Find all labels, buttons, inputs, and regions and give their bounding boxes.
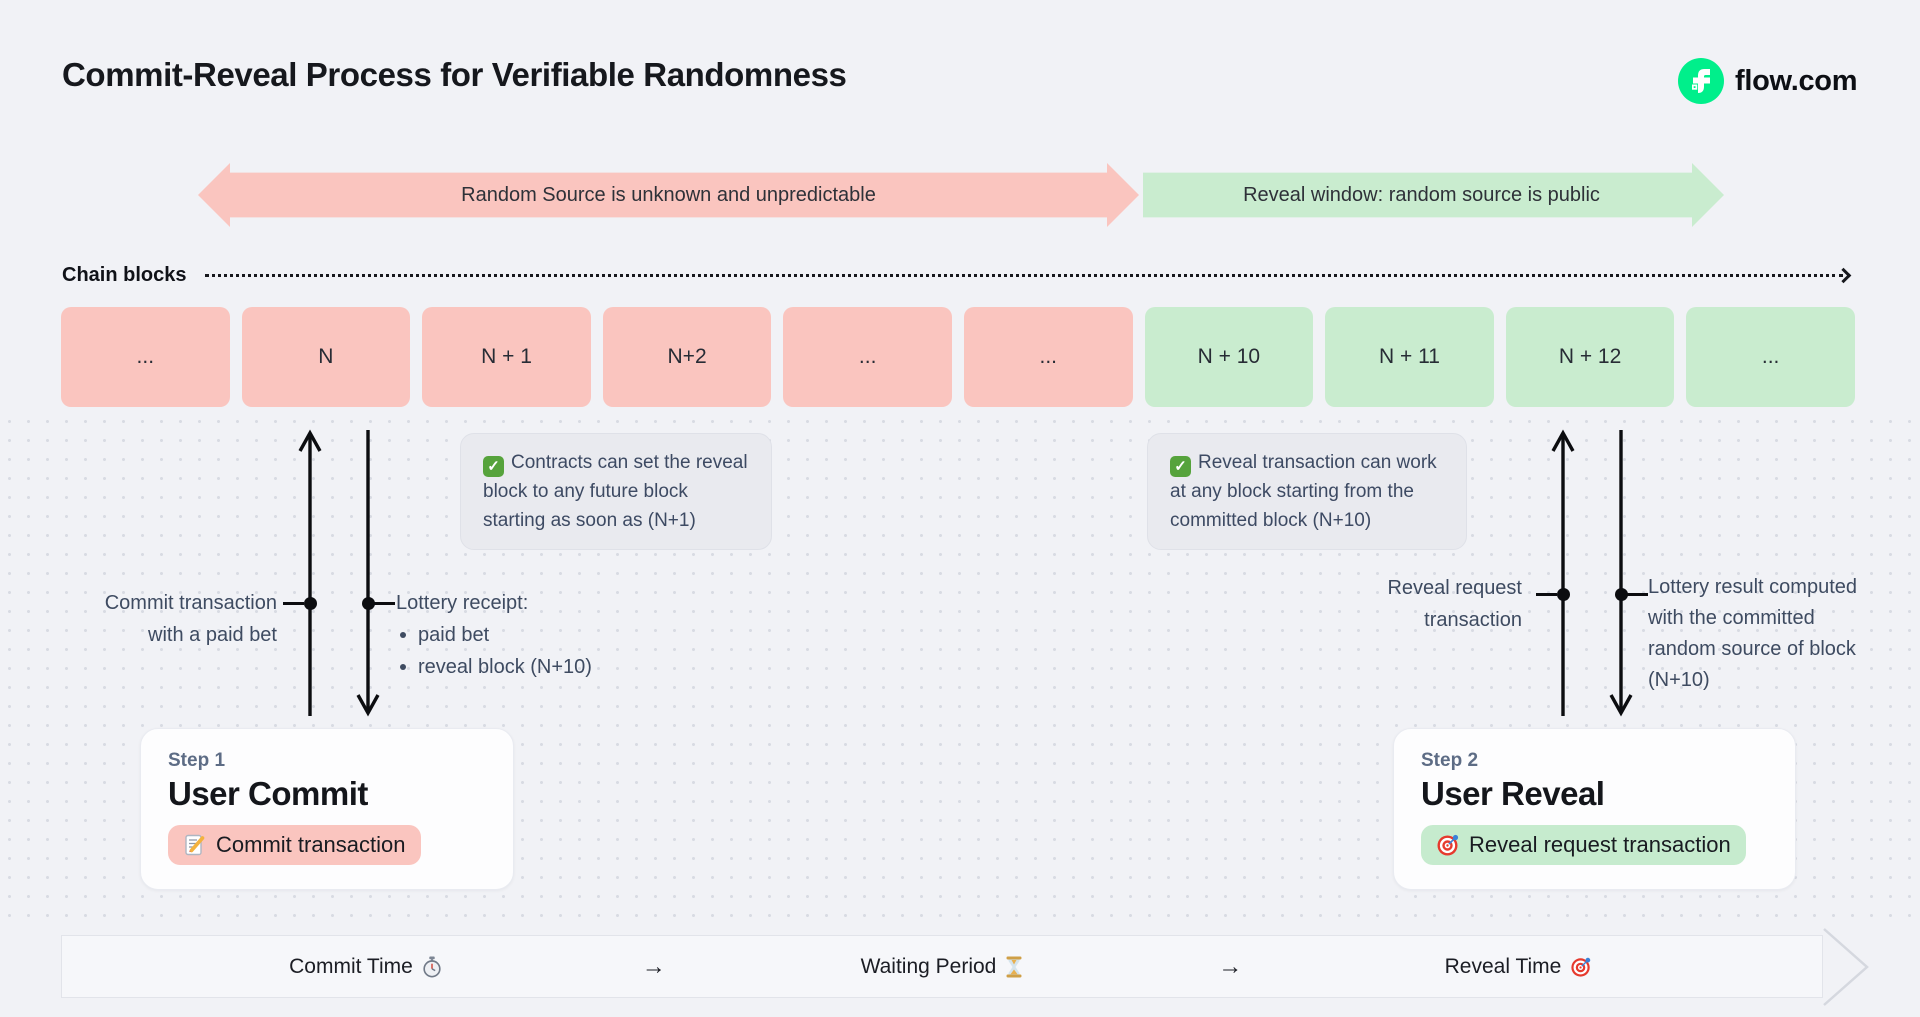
commit-up-arrow [298,429,322,716]
chain-block-label: ... [1761,345,1780,368]
chain-block-label: N + 1 [481,345,532,368]
reveal-pill-label: Reveal request transaction [1469,832,1731,857]
chain-block: N+2 [602,307,772,407]
lottery-receipt-item: reveal block (N+10) [396,651,656,683]
lottery-receipt-label: Lottery receipt: paid bet reveal block (… [396,587,656,683]
reveal-window-phase-label: Reveal window: random source is public [1243,183,1600,206]
connector-tick [1627,592,1648,596]
bullet-icon [400,664,406,670]
flow-brand-link[interactable]: flow.com [1678,58,1858,104]
chain-block-label: ... [1039,345,1058,368]
chain-block-label: N [318,345,334,368]
reveal-note-text: Reveal transaction can work at any block… [1170,452,1437,531]
chain-block-label: N + 10 [1197,345,1261,368]
connector-dot [1614,587,1628,601]
lottery-receipt-title: Lottery receipt: [396,592,529,614]
receipt-down-arrow [356,430,380,717]
timeline-arrow: → [641,952,666,980]
connector-tick [1536,592,1557,596]
connector-dot [303,596,317,610]
chain-block: N + 12 [1505,307,1675,407]
commit-note: Contracts can set the reveal block to an… [460,433,772,550]
chain-block: ... [963,307,1133,407]
step-1-card: Step 1 User Commit Commit transaction [140,728,514,890]
unpredictable-phase-label: Random Source is unknown and unpredictab… [461,183,876,206]
lottery-result-label: Lottery result computed with the committ… [1648,576,1857,691]
reveal-note: Reveal transaction can work at any block… [1147,433,1467,550]
connector-dot [1556,587,1570,601]
reveal-request-pill: Reveal request transaction [1421,825,1746,865]
chain-block: N + 11 [1325,307,1494,407]
commit-transaction-pill: Commit transaction [168,825,421,865]
hourglass-icon [1006,956,1022,977]
connector-dot [361,596,375,610]
commit-pill-label: Commit transaction [216,832,406,857]
timeline-end-chevron-icon [1823,928,1869,1006]
chain-block: ... [61,307,230,407]
chain-timeline-dotted-line [205,274,1843,277]
chain-block: ... [783,307,952,407]
reveal-window-phase-arrow: Reveal window: random source is public [1143,163,1724,227]
check-icon [483,456,504,477]
bullet-icon [400,632,406,638]
lottery-receipt-item-text: paid bet [418,624,490,646]
connector-tick [283,601,304,605]
waiting-period-label: Waiting Period [860,954,997,978]
lottery-receipt-item: paid bet [396,619,656,651]
time-phases-bar: Commit Time → Waiting Period → Reveal Ti… [61,935,1823,998]
chain-block: ... [1686,307,1855,407]
chain-block: N + 1 [422,307,591,407]
brand-label: flow.com [1735,64,1858,97]
target-icon [1437,834,1459,856]
reveal-time-label: Reveal Time [1444,954,1562,978]
lottery-receipt-item-text: reveal block (N+10) [418,656,592,678]
chain-block-label: N + 11 [1379,345,1440,368]
commit-note-text: Contracts can set the reveal block to an… [483,452,748,531]
chain-block-label: ... [858,345,877,368]
waiting-period-cell: Waiting Period [798,955,1086,979]
target-icon [1571,957,1591,977]
chain-blocks-row: ... N N + 1 N+2 ... ... N + 10 N + 11 N … [61,307,1855,407]
flow-logo-icon [1678,58,1724,104]
commit-time-label: Commit Time [289,954,413,978]
step-1-title: User Commit [168,775,368,812]
chain-block-label: N + 12 [1558,345,1622,368]
reveal-time-cell: Reveal Time [1374,955,1662,979]
memo-icon [185,834,205,856]
result-down-arrow [1609,430,1633,717]
check-icon [1170,456,1191,477]
step-2-eyebrow: Step 2 [1421,750,1479,771]
chain-block: N [241,307,411,407]
reveal-up-arrow [1551,429,1575,716]
chain-block-label: ... [136,345,155,368]
chain-block: N + 10 [1144,307,1314,407]
step-2-title: User Reveal [1421,775,1605,812]
commit-transaction-label: Commit transaction with a paid bet [104,592,277,646]
page-title: Commit-Reveal Process for Verifiable Ran… [62,56,847,93]
reveal-request-label: Reveal request transaction [1387,577,1522,631]
chain-blocks-label: Chain blocks [62,264,187,286]
step-2-card: Step 2 User Reveal Reveal request transa… [1393,728,1796,890]
commit-time-cell: Commit Time [221,955,509,979]
connector-tick [374,601,395,605]
stopwatch-icon [423,956,441,977]
chain-timeline-arrowhead-icon [1835,267,1852,284]
step-1-eyebrow: Step 1 [168,750,226,771]
chain-block-label: N+2 [667,345,707,368]
timeline-arrow: → [1218,952,1243,980]
unpredictable-phase-arrow: Random Source is unknown and unpredictab… [198,163,1139,227]
